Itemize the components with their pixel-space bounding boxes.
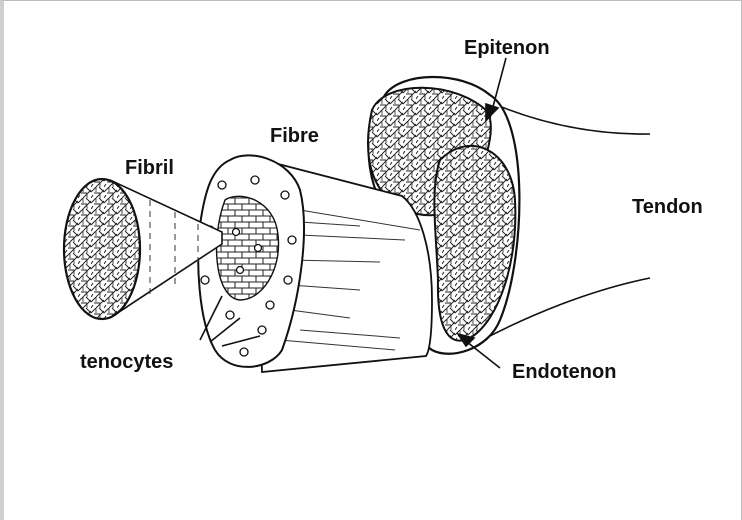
label-tendon: Tendon (632, 196, 703, 218)
label-epitenon: Epitenon (464, 37, 550, 59)
label-fibre: Fibre (270, 125, 319, 147)
label-endotenon: Endotenon (512, 361, 616, 383)
label-tenocytes: tenocytes (80, 351, 173, 373)
fibril (64, 179, 222, 319)
fibril-end-face (64, 179, 140, 319)
label-fibril: Fibril (125, 157, 174, 179)
